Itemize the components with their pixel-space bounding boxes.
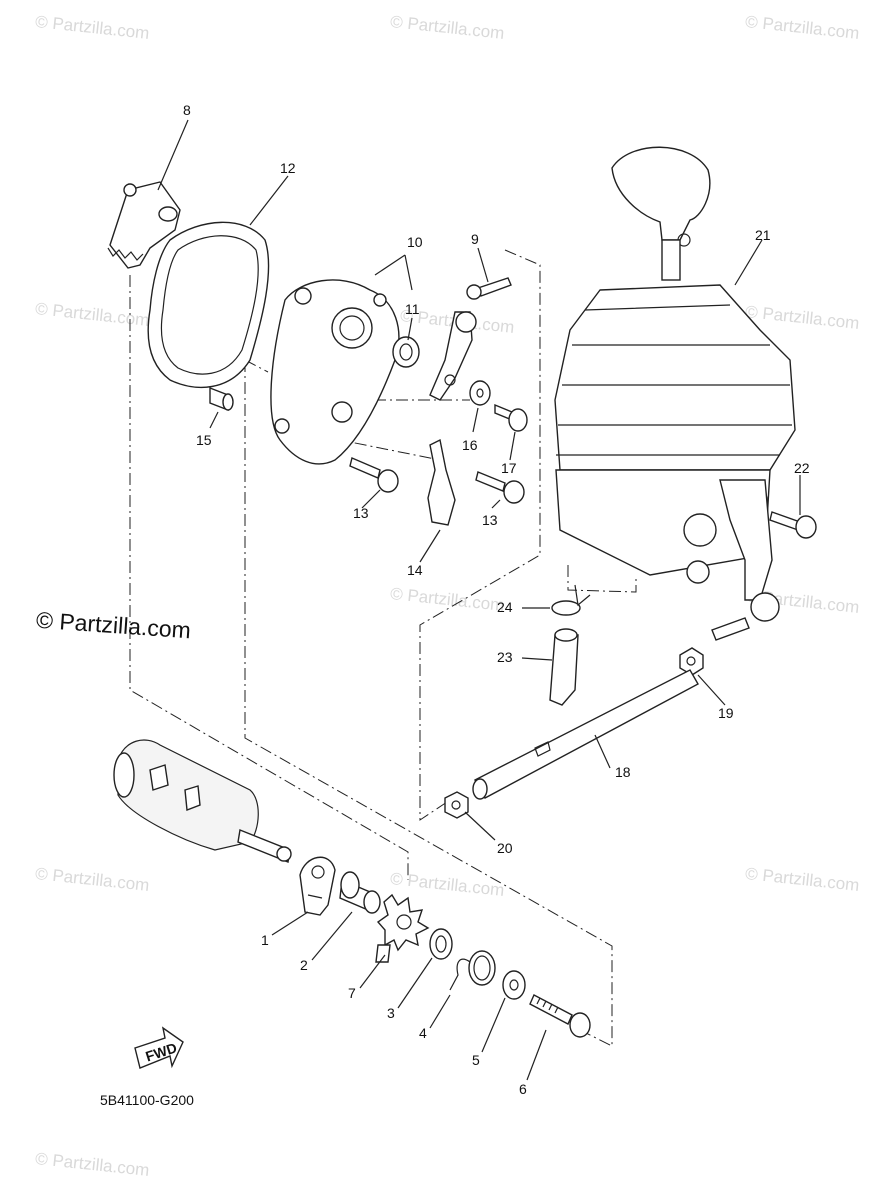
part-12-gasket-inner xyxy=(160,235,259,375)
part-1-stopper-plate xyxy=(299,856,336,916)
callout-11: 11 xyxy=(405,301,420,317)
callout-9: 9 xyxy=(471,231,479,247)
assembly-line xyxy=(129,275,409,880)
callout-16: 16 xyxy=(462,437,478,453)
callout-22: 22 xyxy=(794,460,810,476)
fwd-arrow-icon: FWD xyxy=(134,1026,184,1069)
part-15-dowel-pin xyxy=(209,386,234,412)
callout-20: 20 xyxy=(497,840,513,856)
part-20-nut xyxy=(444,791,469,819)
assembly-line xyxy=(244,360,613,1047)
callout-23: 23 xyxy=(497,649,513,665)
callout-14: 14 xyxy=(407,562,423,578)
part-13-bolt xyxy=(475,471,525,504)
assembly-line xyxy=(567,565,637,593)
part-21-shift-lever-assembly xyxy=(554,146,796,622)
part-7-star-segment xyxy=(375,893,430,963)
part-19-nut xyxy=(679,647,704,676)
callout-7: 7 xyxy=(348,985,356,1001)
part-16-washer xyxy=(469,380,491,406)
callout-15: 15 xyxy=(196,432,212,448)
part-22-bolt xyxy=(769,511,817,539)
callout-18: 18 xyxy=(615,764,631,780)
part-24-cotter-pin xyxy=(551,584,591,616)
callout-12: 12 xyxy=(280,160,296,176)
callout-10: 10 xyxy=(407,234,423,250)
leader-lines xyxy=(157,119,801,1081)
part-6-bolt xyxy=(529,994,591,1038)
part-2-collar xyxy=(339,871,381,914)
part-11-oil-seal xyxy=(392,336,420,368)
callout-17: 17 xyxy=(501,460,517,476)
lever-bolt xyxy=(711,617,750,641)
callout-1: 1 xyxy=(261,932,269,948)
part-13-bolt xyxy=(349,457,399,493)
part-5-washer xyxy=(502,970,526,1000)
callout-3: 3 xyxy=(387,1005,395,1021)
assembly-line xyxy=(419,249,541,821)
part-17-bolt xyxy=(494,403,528,432)
part-23-sleeve xyxy=(549,628,579,706)
shift-drum xyxy=(113,739,292,863)
part-4-torsion-spring xyxy=(449,950,496,991)
part-3-washer xyxy=(429,928,453,960)
callout-13: 13 xyxy=(353,505,369,521)
part-9-bolt xyxy=(466,277,512,300)
part-10-cover xyxy=(270,279,400,465)
part-12-gasket xyxy=(147,221,270,389)
shift-lever xyxy=(429,311,477,401)
callout-2: 2 xyxy=(300,957,308,973)
part-14-clamp xyxy=(427,438,456,526)
part-18-shift-rod xyxy=(472,669,699,800)
diagram-code: 5B41100-G200 xyxy=(100,1092,194,1108)
callout-4: 4 xyxy=(419,1025,427,1041)
callout-8: 8 xyxy=(183,102,191,118)
callout-24: 24 xyxy=(497,599,513,615)
part-8-shift-segment xyxy=(107,181,181,269)
callout-21: 21 xyxy=(755,227,771,243)
callout-19: 19 xyxy=(718,705,734,721)
callout-13: 13 xyxy=(482,512,498,528)
callout-5: 5 xyxy=(472,1052,480,1068)
callout-6: 6 xyxy=(519,1081,527,1097)
